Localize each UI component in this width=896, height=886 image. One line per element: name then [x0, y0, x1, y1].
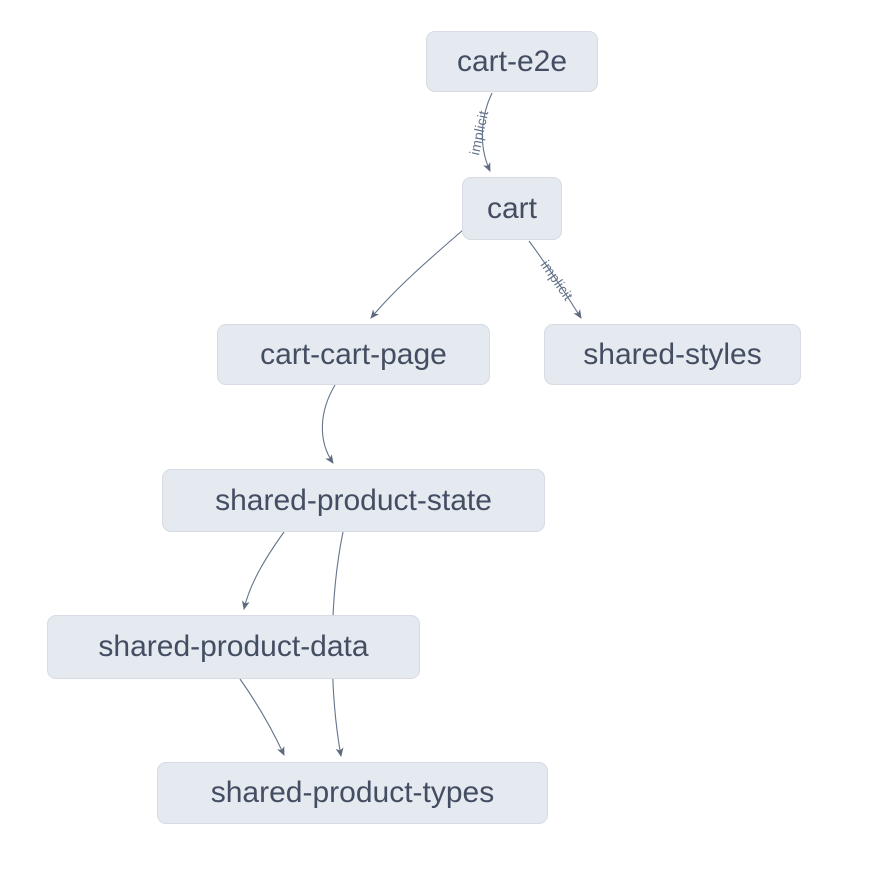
edge-cart-cart-page-to-shared-product-state — [321, 384, 336, 464]
graph-node-shared-product-state[interactable]: shared-product-state — [162, 469, 545, 532]
graph-node-label: cart — [486, 191, 537, 225]
edge-cart-to-cart-cart-page — [370, 229, 464, 319]
graph-node-shared-product-types[interactable]: shared-product-types — [157, 762, 548, 824]
graph-node-label: shared-product-types — [210, 776, 495, 809]
graph-node-shared-product-data[interactable]: shared-product-data — [47, 615, 420, 679]
graph-node-label: shared-product-state — [215, 483, 492, 517]
graph-node-label: cart-cart-page — [260, 337, 447, 371]
edge-cart-e2e-to-cart — [481, 92, 493, 172]
edge-shared-product-data-to-shared-product-types — [239, 678, 285, 756]
graph-node-cart-e2e[interactable]: cart-e2e — [426, 31, 598, 92]
graph-node-label: shared-styles — [583, 337, 762, 371]
graph-node-cart[interactable]: cart — [462, 177, 562, 240]
edge-shared-product-state-to-shared-product-data — [242, 531, 285, 610]
graph-node-cart-cart-page[interactable]: cart-cart-page — [217, 324, 490, 385]
edge-label-cart-to-shared-styles: implicit — [538, 257, 577, 303]
graph-node-shared-styles[interactable]: shared-styles — [544, 324, 801, 385]
edge-cart-to-shared-styles — [528, 240, 582, 319]
edge-label-cart-e2e-to-cart: implicit — [466, 109, 491, 157]
graph-node-label: shared-product-data — [98, 630, 369, 663]
graph-node-label: cart-e2e — [456, 44, 568, 78]
